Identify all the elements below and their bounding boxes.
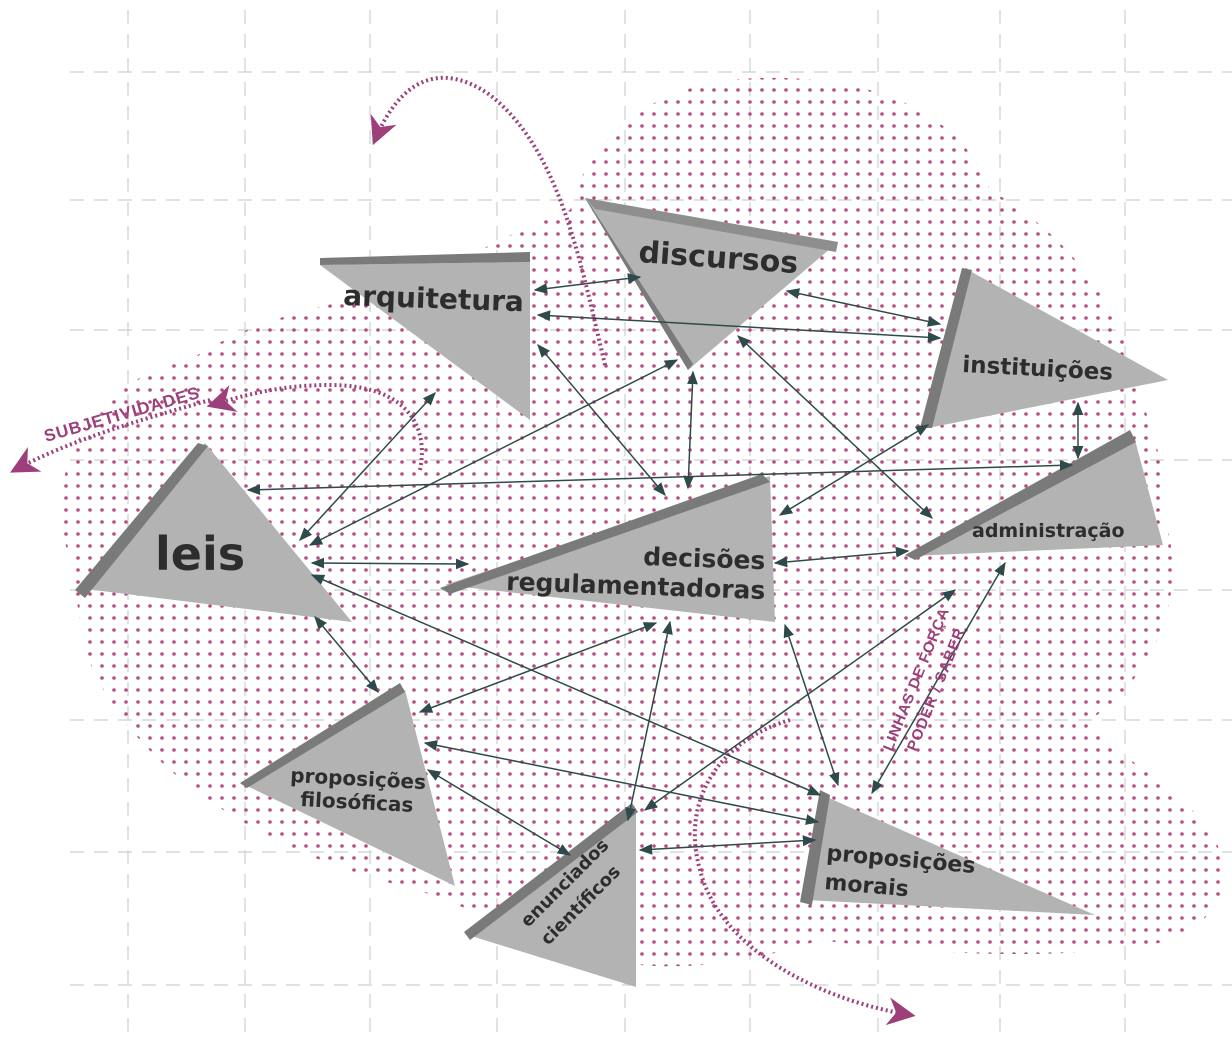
flow-arrow-bottom bbox=[692, 718, 916, 1026]
arrow-filosoficas-cientificos bbox=[426, 769, 572, 856]
arrow-arquitetura-instituicoes bbox=[536, 310, 942, 343]
flow-arrow-left-lower bbox=[10, 398, 211, 473]
label-decisoes-line1: decisões bbox=[643, 542, 766, 575]
arrow-leis-decisoes bbox=[310, 557, 470, 570]
arrow-arquitetura-discursos bbox=[533, 273, 642, 294]
label-arquitetura: arquitetura bbox=[343, 279, 525, 318]
triangle-leis bbox=[75, 443, 352, 622]
connections bbox=[246, 273, 1084, 856]
arrow-filosoficas-morais bbox=[423, 740, 820, 825]
arrow-cientificos-morais bbox=[638, 835, 817, 855]
arrow-decisoes-filosoficas bbox=[418, 622, 658, 713]
arrow-decisoes-administracao bbox=[773, 546, 910, 568]
label-filosoficas-line2: filosóficas bbox=[300, 787, 414, 817]
arrow-administracao-morais bbox=[871, 561, 1006, 795]
label-administracao: administração bbox=[972, 520, 1125, 542]
arrow-leis-administracao bbox=[246, 459, 1074, 496]
triangle-instituicoes bbox=[920, 268, 1168, 428]
label-leis: leis bbox=[155, 527, 245, 581]
triangle-cientificos bbox=[464, 803, 638, 987]
arrow-discursos-instituicoes bbox=[785, 288, 942, 327]
triangles bbox=[75, 198, 1168, 987]
